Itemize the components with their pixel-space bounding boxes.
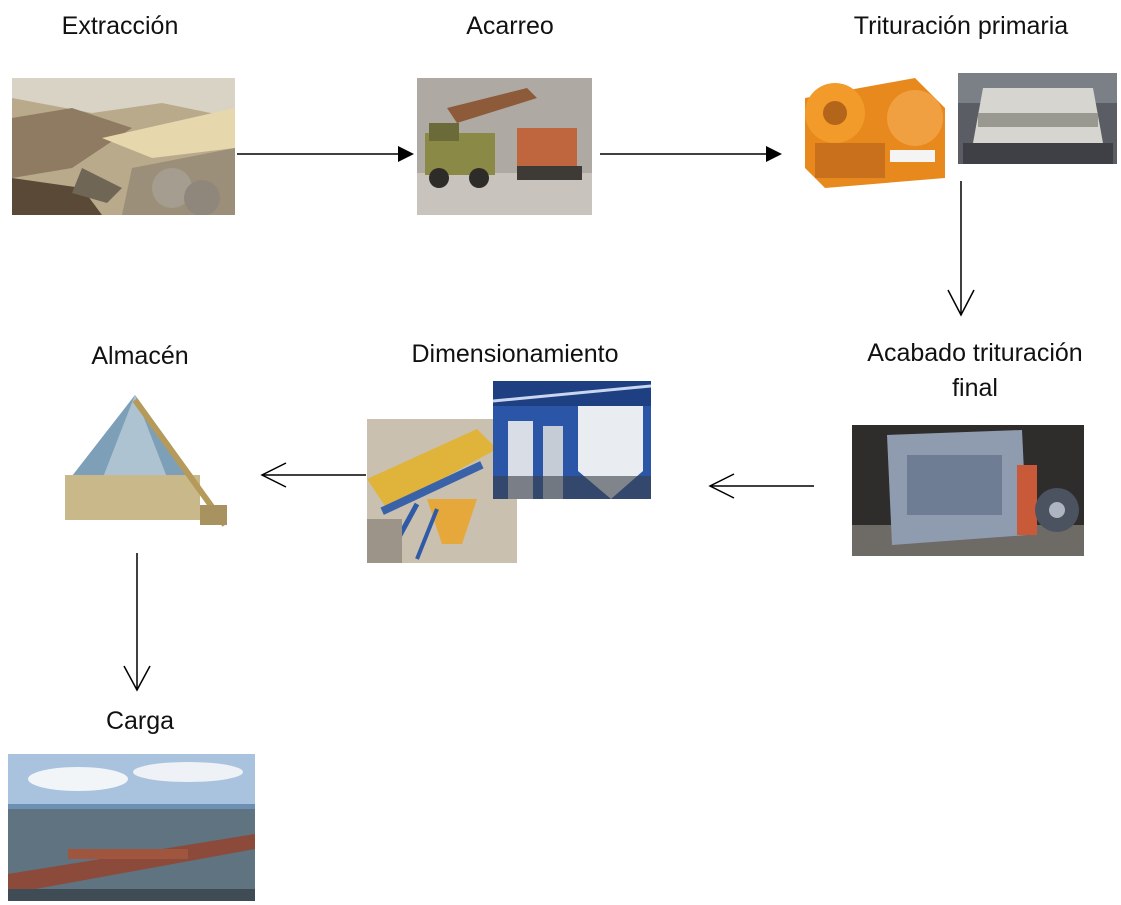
label-dimensionamiento: Dimensionamiento (411, 340, 619, 368)
label-almacen: Almacén (91, 342, 189, 370)
arrow-trituracion-to-acabado (947, 181, 975, 317)
impact-crusher-photo (852, 425, 1084, 556)
jaw-crusher-photo (795, 68, 953, 192)
label-acabado-line2: final (952, 374, 998, 402)
storage-dome-photo (50, 395, 227, 535)
arrow-extraccion-to-acarreo (237, 146, 414, 162)
label-acabado-line1: Acabado trituración (867, 339, 1083, 367)
label-trituracion-primaria: Trituración primaria (853, 12, 1069, 40)
arrow-almacen-to-carga (123, 553, 151, 692)
arrow-acabado-to-dimensionamiento (708, 473, 814, 499)
label-carga: Carga (105, 707, 175, 735)
quarry-extraction-photo (12, 78, 235, 215)
label-extraccion: Extracción (61, 12, 179, 40)
cone-crusher-photo (958, 73, 1117, 164)
excavator-loading-truck-photo (417, 78, 592, 215)
arrow-dimensionamiento-to-almacen (260, 462, 366, 488)
arrow-acarreo-to-trituracion (600, 146, 782, 162)
ship-loading-pier-photo (8, 754, 255, 901)
label-acarreo: Acarreo (466, 12, 554, 40)
vibrating-screen-photo (367, 419, 517, 563)
silo-plant-photo (493, 381, 651, 499)
